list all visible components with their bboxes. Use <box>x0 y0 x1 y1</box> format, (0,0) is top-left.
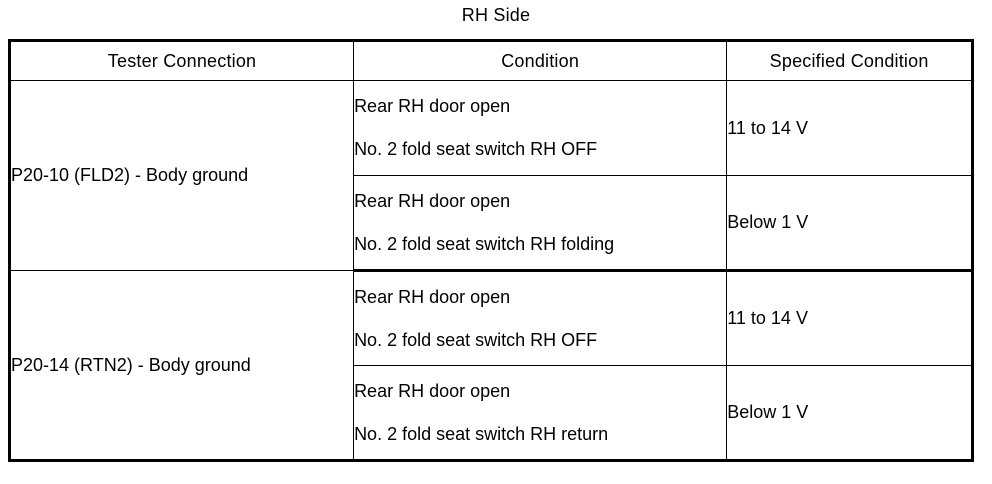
specified-condition-text: 11 to 14 V <box>727 308 808 328</box>
specified-condition-text: Below 1 V <box>727 212 809 232</box>
specified-condition-cell: 11 to 14 V <box>726 270 973 366</box>
table-header-row: Tester Connection Condition Specified Co… <box>8 40 973 81</box>
tester-connection-text: P20-14 (RTN2) - Body ground <box>11 354 251 375</box>
specification-table: Tester Connection Condition Specified Co… <box>8 39 974 462</box>
column-header-tester-connection: Tester Connection <box>8 40 355 81</box>
condition-cell: Rear RH door open No. 2 fold seat switch… <box>353 365 728 461</box>
tester-connection-cell: P20-14 (RTN2) - Body ground <box>8 270 355 461</box>
tester-connection-text: P20-10 (FLD2) - Body ground <box>11 165 249 185</box>
specified-condition-cell: Below 1 V <box>726 175 973 272</box>
specified-condition-cell: Below 1 V <box>726 365 973 461</box>
tester-connection-cell: P20-10 (FLD2) - Body ground <box>8 80 355 271</box>
table-row: P20-14 (RTN2) - Body ground Rear RH door… <box>8 270 973 461</box>
condition-line-1: Rear RH door open <box>354 380 511 401</box>
condition-line-2: No. 2 fold seat switch RH return <box>354 423 609 444</box>
condition-line-1: Rear RH door open <box>354 286 511 307</box>
table-body: P20-10 (FLD2) - Body ground Rear RH door… <box>8 80 973 461</box>
table-row: Rear RH door open No. 2 fold seat switch… <box>10 175 973 272</box>
page-title: RH Side <box>461 5 531 25</box>
condition-line-2: No. 2 fold seat switch RH folding <box>354 233 615 254</box>
table-row: P20-10 (FLD2) - Body ground Rear RH door… <box>8 80 973 271</box>
condition-cell: Rear RH door open No. 2 fold seat switch… <box>353 270 728 366</box>
condition-cell: Rear RH door open No. 2 fold seat switch… <box>353 80 728 176</box>
column-header-condition: Condition <box>353 40 728 81</box>
condition-line-2: No. 2 fold seat switch RH OFF <box>354 329 598 350</box>
condition-cell: Rear RH door open No. 2 fold seat switch… <box>353 175 728 272</box>
column-header-specified-condition: Specified Condition <box>726 40 973 81</box>
condition-line-1: Rear RH door open <box>354 96 511 116</box>
specified-condition-cell: 11 to 14 V <box>726 80 973 176</box>
condition-line-1: Rear RH door open <box>354 190 511 211</box>
table-row: Rear RH door open No. 2 fold seat switch… <box>10 365 973 461</box>
spec-table-container: Tester Connection Condition Specified Co… <box>8 39 974 462</box>
condition-line-2: No. 2 fold seat switch RH OFF <box>354 139 598 159</box>
specified-condition-text: 11 to 14 V <box>727 117 808 138</box>
specified-condition-text: Below 1 V <box>727 402 809 422</box>
table-header: Tester Connection Condition Specified Co… <box>8 40 973 81</box>
